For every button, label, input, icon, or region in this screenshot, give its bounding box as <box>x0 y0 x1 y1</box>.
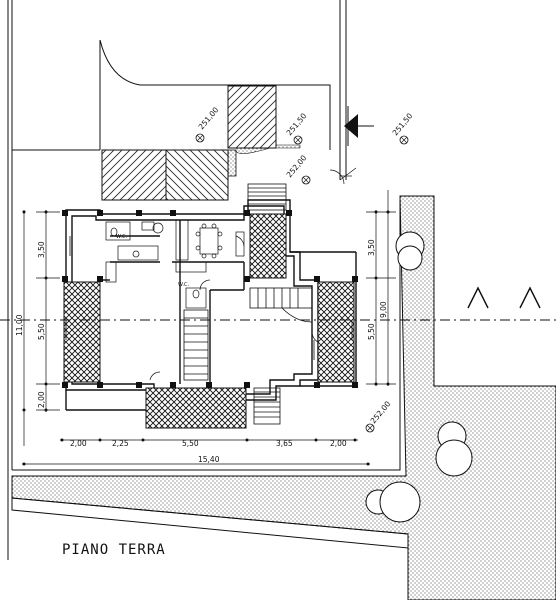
elevation-label-2: 251,50 <box>285 111 309 137</box>
elevation-label-5: 252,00 <box>369 399 393 425</box>
room-labels: W.C. W.C. <box>116 234 189 288</box>
dim-left-3: 2,00 <box>37 391 46 408</box>
elevation-label-1: 251,00 <box>197 105 221 131</box>
dim-left-1: 3,50 <box>37 241 46 258</box>
entrance-marker <box>344 106 374 146</box>
building-walls <box>65 199 357 411</box>
elevation-label-3: 251,50 <box>391 111 415 137</box>
windows <box>65 236 353 360</box>
dimension-lines <box>22 190 396 465</box>
fixtures <box>105 219 245 309</box>
section-mark-right: A <box>519 285 537 315</box>
section-labels: A A <box>467 285 537 315</box>
structural-columns <box>62 210 358 388</box>
dim-right-2: 5,50 <box>367 323 376 340</box>
dim-left-total: 11,00 <box>15 314 24 336</box>
doors <box>149 167 357 381</box>
stairs <box>183 183 313 425</box>
dim-left-2: 5,50 <box>37 323 46 340</box>
dim-bottom-3: 5,50 <box>182 439 199 448</box>
dim-bottom-total: 15,40 <box>198 455 220 464</box>
dimension-labels-right: 3,50 5,50 9,00 <box>367 239 388 340</box>
brick-panels <box>63 213 355 429</box>
dimension-labels-bottom: 2,00 2,25 5,50 3,65 2,00 15,40 <box>70 439 347 464</box>
section-arrows <box>467 286 541 309</box>
dimension-ticks <box>22 210 390 466</box>
dim-bottom-1: 2,00 <box>70 439 87 448</box>
dim-bottom-5: 2,00 <box>330 439 347 448</box>
room-label-wc-1: W.C. <box>116 234 127 240</box>
drawing-title: PIANO TERRA <box>62 542 166 558</box>
elevation-label-4: 252,00 <box>285 153 309 179</box>
dim-right-1: 3,50 <box>367 239 376 256</box>
trees <box>365 231 473 523</box>
dimension-labels-left: 3,50 5,50 2,00 11,00 <box>15 241 46 408</box>
paving-herringbone <box>101 85 277 201</box>
dim-bottom-2: 2,25 <box>112 439 129 448</box>
room-label-wc-2: W.C. <box>178 282 189 288</box>
dim-right-total: 9,00 <box>379 301 388 318</box>
dim-bottom-4: 3,65 <box>276 439 293 448</box>
section-mark-left: A <box>467 285 485 315</box>
elevation-marker-crosses <box>196 134 408 432</box>
